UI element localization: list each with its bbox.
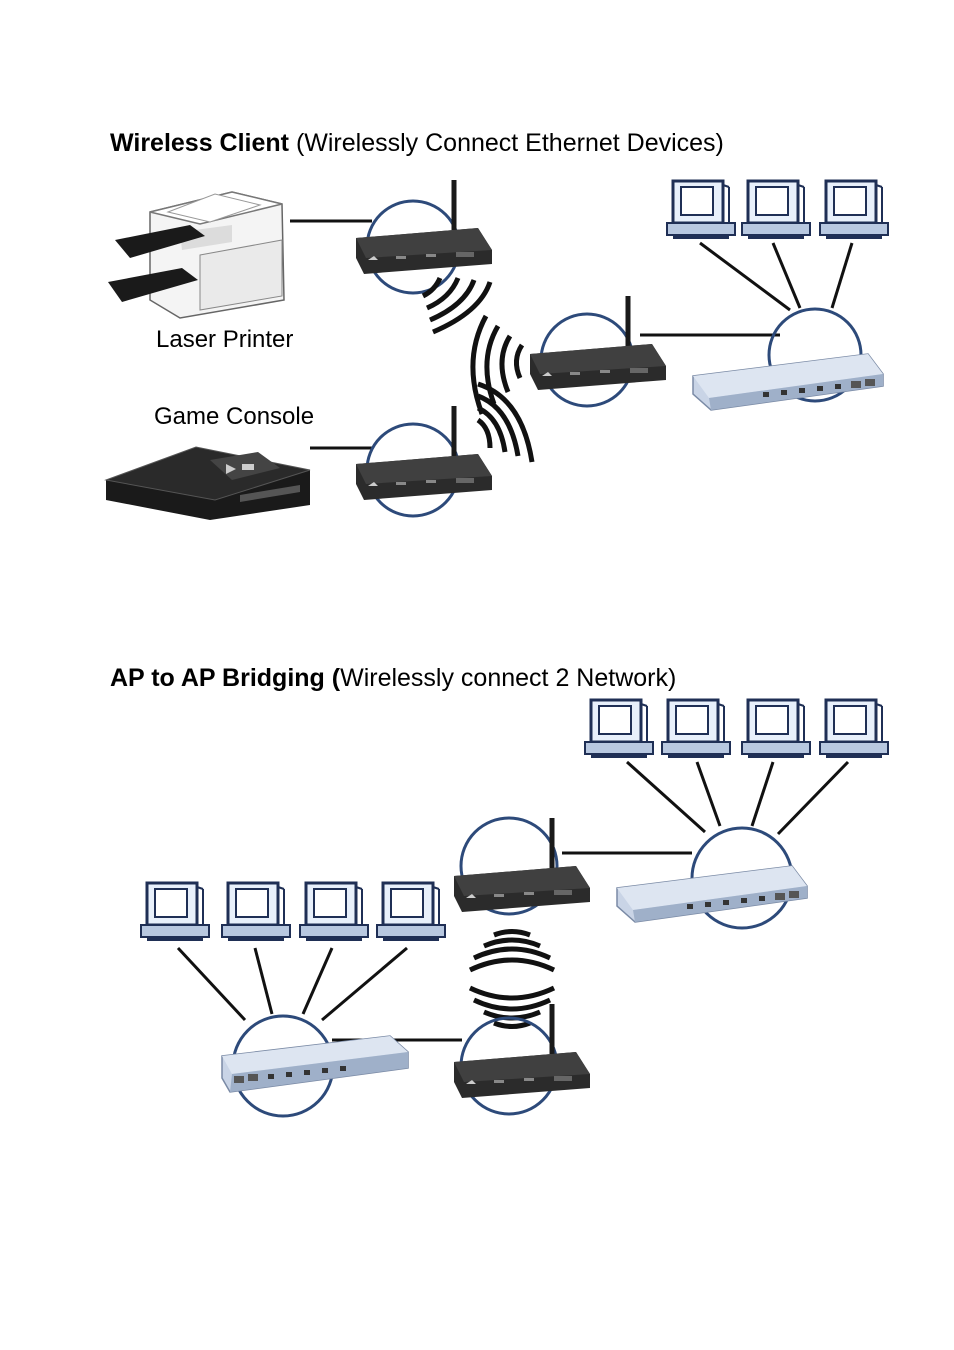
wireless-router-icon (356, 180, 492, 274)
computer-icon (820, 700, 888, 758)
wireless-signal-icon (478, 384, 532, 462)
laser-printer-icon (108, 192, 284, 318)
computer-icon (585, 700, 653, 758)
computer-icon (742, 700, 810, 758)
computer-icon (667, 181, 735, 239)
network-switch-icon (222, 1036, 408, 1092)
wireless-router-icon (530, 296, 666, 390)
computer-icon (820, 181, 888, 239)
computer-icon (662, 700, 730, 758)
computer-icon (300, 883, 368, 941)
computer-icon (222, 883, 290, 941)
network-switch-icon (693, 354, 883, 410)
wireless-router-icon (356, 406, 492, 500)
game-console-icon (106, 447, 310, 520)
computer-icon (141, 883, 209, 941)
computer-icon (377, 883, 445, 941)
computer-icon (742, 181, 810, 239)
wireless-signal-icon (470, 932, 554, 1027)
